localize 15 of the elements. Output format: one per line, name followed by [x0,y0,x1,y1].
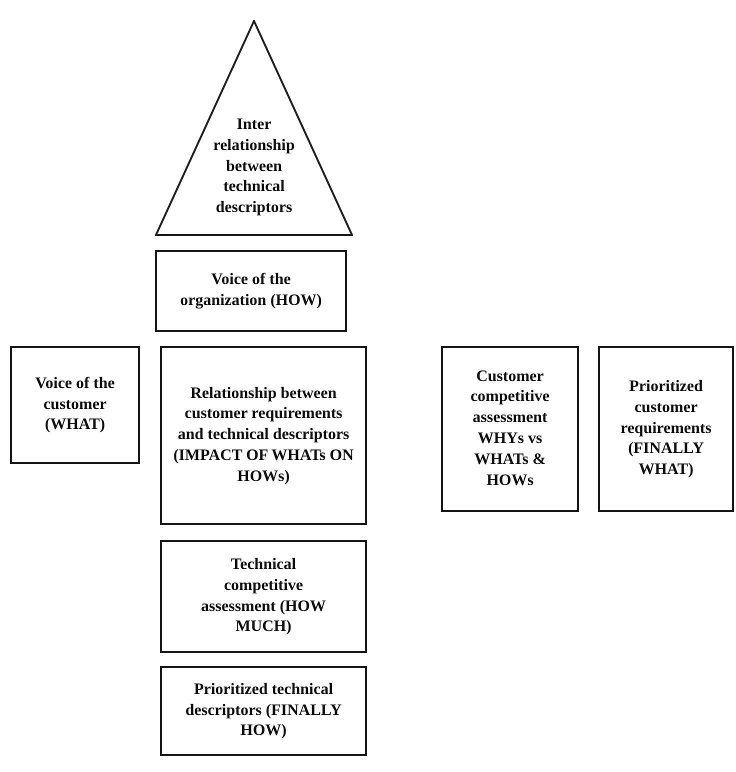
node-text: Inter relationship between technical descriptors [212,115,296,218]
matrix-box [10,346,140,464]
matrix-box [155,250,347,332]
node-text: Voice of the customer (WHAT) [34,374,116,436]
matrix-box [160,346,367,525]
node-text: Customer competitive assessment WHYs vs WHATs & HOWs [469,366,551,491]
node-text: Technical competitive assessment (HOW MUCH) [200,554,327,638]
node-text: Prioritized customer requirements (FINALLY WHAT) [620,377,712,480]
matrix-box [160,540,367,653]
node-text: Relationship between customer requirements and technical descriptors (IMPACT OF WHATs ON HOWs) [172,384,355,487]
matrix-box [441,346,579,512]
node-text: Voice of the organization (HOW) [179,270,323,311]
matrix-box [160,666,367,756]
node-text: Prioritized technical descriptors (FINALLY HOW) [184,680,343,742]
matrix-box [598,346,734,512]
